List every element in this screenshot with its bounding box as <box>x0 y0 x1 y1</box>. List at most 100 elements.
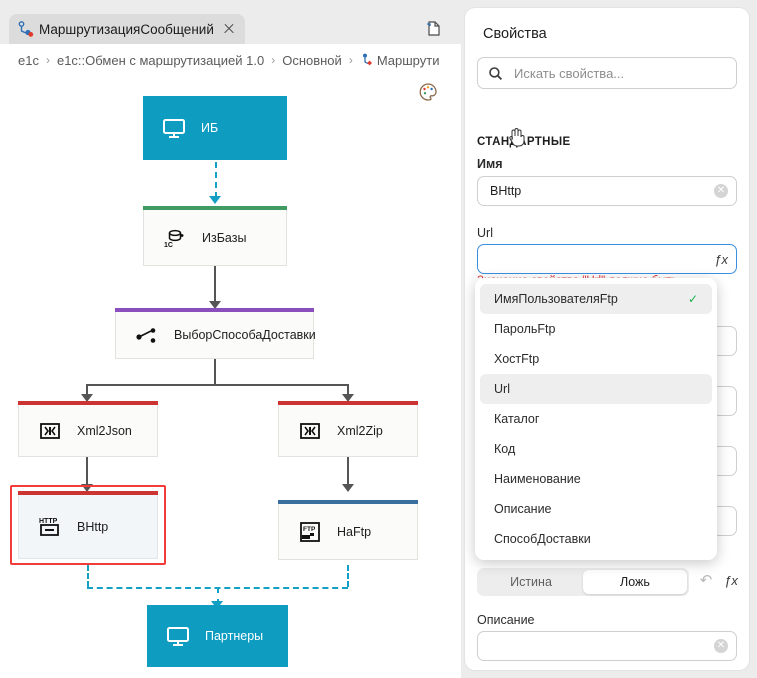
edge-izbazy-vybor <box>214 266 216 306</box>
dropdown-item[interactable]: Url <box>480 374 712 404</box>
diagram-node-haftp[interactable]: FTP HaFtp <box>278 500 418 560</box>
monitor-icon <box>161 115 187 141</box>
transform-icon <box>37 418 63 444</box>
dropdown-item[interactable]: Описание <box>480 494 712 524</box>
dropdown-item-label: ИмяПользователяFtp <box>494 292 618 306</box>
url-field-label: Url <box>477 226 493 240</box>
diagram-node-partnery[interactable]: Партнеры <box>147 605 288 667</box>
edge-arrow <box>209 196 221 204</box>
node-label: Xml2Zip <box>337 423 383 438</box>
edge-vybor-split <box>214 359 216 385</box>
breadcrumb-separator: › <box>348 53 353 67</box>
diagram-node-xml2zip[interactable]: Xml2Zip <box>278 401 418 457</box>
breadcrumb-item-1[interactable]: e1c::Обмен с маршрутизацией 1.0 <box>56 52 265 68</box>
property-search-field[interactable] <box>477 57 737 89</box>
http-icon: HTTP <box>37 514 63 540</box>
edge-arrow <box>81 394 93 402</box>
diagram-node-ib[interactable]: ИБ <box>143 96 287 160</box>
edge-arrow <box>209 301 221 309</box>
svg-text:FTP: FTP <box>303 526 316 533</box>
dropdown-item[interactable]: ИмяПользователяFtp ✓ <box>480 284 712 314</box>
node-label: BHttp <box>77 519 109 534</box>
ftp-icon: FTP <box>297 519 323 545</box>
edge-split-bus <box>86 384 348 386</box>
dropdown-item-label: Описание <box>494 502 552 516</box>
route-node-icon <box>360 52 376 68</box>
dropdown-item-label: Код <box>494 442 516 456</box>
clear-icon[interactable]: ✕ <box>714 639 728 653</box>
name-field[interactable]: ✕ <box>477 176 737 206</box>
svg-text:HTTP: HTTP <box>39 518 58 525</box>
undo-icon[interactable]: ↶ <box>699 572 713 589</box>
search-input[interactable] <box>512 64 726 82</box>
toggle-option-true[interactable]: Истина <box>510 575 552 589</box>
transform-icon <box>297 418 323 444</box>
diagram-canvas[interactable]: ИБ 1C ИзБазы <box>0 76 461 678</box>
diagram-node-izbazy[interactable]: 1C ИзБазы <box>143 206 287 266</box>
diagram-node-vyborsposobadostavki[interactable]: ВыборСпособаДоставки <box>115 308 316 359</box>
breadcrumb-item-2[interactable]: Основной <box>282 52 342 68</box>
breadcrumb-separator: › <box>45 53 50 67</box>
dropdown-item[interactable]: ПарольFtp <box>480 314 712 344</box>
dropdown-item-label: ПарольFtp <box>494 322 556 336</box>
color-palette-icon[interactable] <box>417 81 439 103</box>
dropdown-item[interactable]: Код <box>480 434 712 464</box>
1c-database-icon: 1C <box>162 225 188 251</box>
route-node-icon <box>17 20 35 38</box>
svg-text:1C: 1C <box>164 242 173 249</box>
dropdown-item[interactable]: Каталог <box>480 404 712 434</box>
toggle-option-false[interactable]: Ложь <box>583 570 687 594</box>
edge-x2j-bhttp <box>86 457 88 489</box>
dropdown-item[interactable]: СпособДоставки <box>480 524 712 554</box>
node-label: ИБ <box>201 121 219 135</box>
close-icon[interactable] <box>221 21 237 37</box>
tab-marshrutizaciya-soobshcheniy[interactable]: МаршрутизацияСообщений <box>9 14 245 44</box>
description-field-label: Описание <box>477 613 535 627</box>
node-label: Xml2Json <box>77 423 132 438</box>
clear-icon[interactable]: ✕ <box>714 184 728 198</box>
node-label: ВыборСпособаДоставки <box>174 328 316 342</box>
formula-button[interactable]: ƒx <box>724 573 738 588</box>
name-input[interactable] <box>488 183 714 199</box>
breadcrumb-separator: › <box>271 53 276 67</box>
branch-icon <box>134 322 160 348</box>
monitor-icon <box>165 623 191 649</box>
group-title-standard: СТАНДАРТНЫЕ <box>477 136 571 148</box>
edge-haftp-down <box>347 565 349 587</box>
check-icon: ✓ <box>687 292 698 306</box>
edge-x2z-haftp <box>347 457 349 489</box>
tab-strip: МаршрутизацияСообщений <box>0 0 461 44</box>
url-formula-button[interactable]: ƒx <box>714 251 728 267</box>
search-icon <box>488 66 503 81</box>
boolean-toggle[interactable]: Истина Ложь <box>477 568 689 596</box>
dropdown-item-label: ХостFtp <box>494 352 540 366</box>
edge-arrow <box>342 394 354 402</box>
edge-merge-partners <box>217 587 219 605</box>
breadcrumb-item-3[interactable]: Маршрути <box>376 52 440 68</box>
description-input[interactable] <box>488 638 714 654</box>
edge-bhttp-down <box>87 565 89 587</box>
edge-arrow <box>81 484 93 492</box>
diagram-node-xml2json[interactable]: Xml2Json <box>18 401 158 457</box>
edge-split-right <box>347 384 349 398</box>
diagram-node-bhttp-selection[interactable] <box>10 485 166 565</box>
diagram-node-bhttp[interactable]: HTTP BHttp <box>18 491 158 559</box>
panel-title: Свойства <box>483 26 547 42</box>
edge-split-left <box>86 384 88 398</box>
name-field-label: Имя <box>477 157 503 171</box>
tab-label: МаршрутизацияСообщений <box>39 21 214 37</box>
node-label: HaFtp <box>337 524 372 539</box>
url-input[interactable] <box>488 251 715 267</box>
dropdown-item-label: СпособДоставки <box>494 532 591 546</box>
new-document-icon[interactable] <box>421 17 443 39</box>
url-field[interactable]: ƒx <box>477 244 737 274</box>
dropdown-item[interactable]: ХостFtp <box>480 344 712 374</box>
editor-pane: МаршрутизацияСообщений e1c › e1c::Обмен … <box>0 0 461 678</box>
breadcrumb-item-0[interactable]: e1c <box>18 52 39 68</box>
breadcrumb: e1c › e1c::Обмен с маршрутизацией 1.0 › … <box>0 44 461 76</box>
edge-ib-izbazy <box>215 152 217 198</box>
dropdown-item[interactable]: Наименование <box>480 464 712 494</box>
description-field[interactable]: ✕ <box>477 631 737 661</box>
edge-arrow <box>342 484 354 492</box>
